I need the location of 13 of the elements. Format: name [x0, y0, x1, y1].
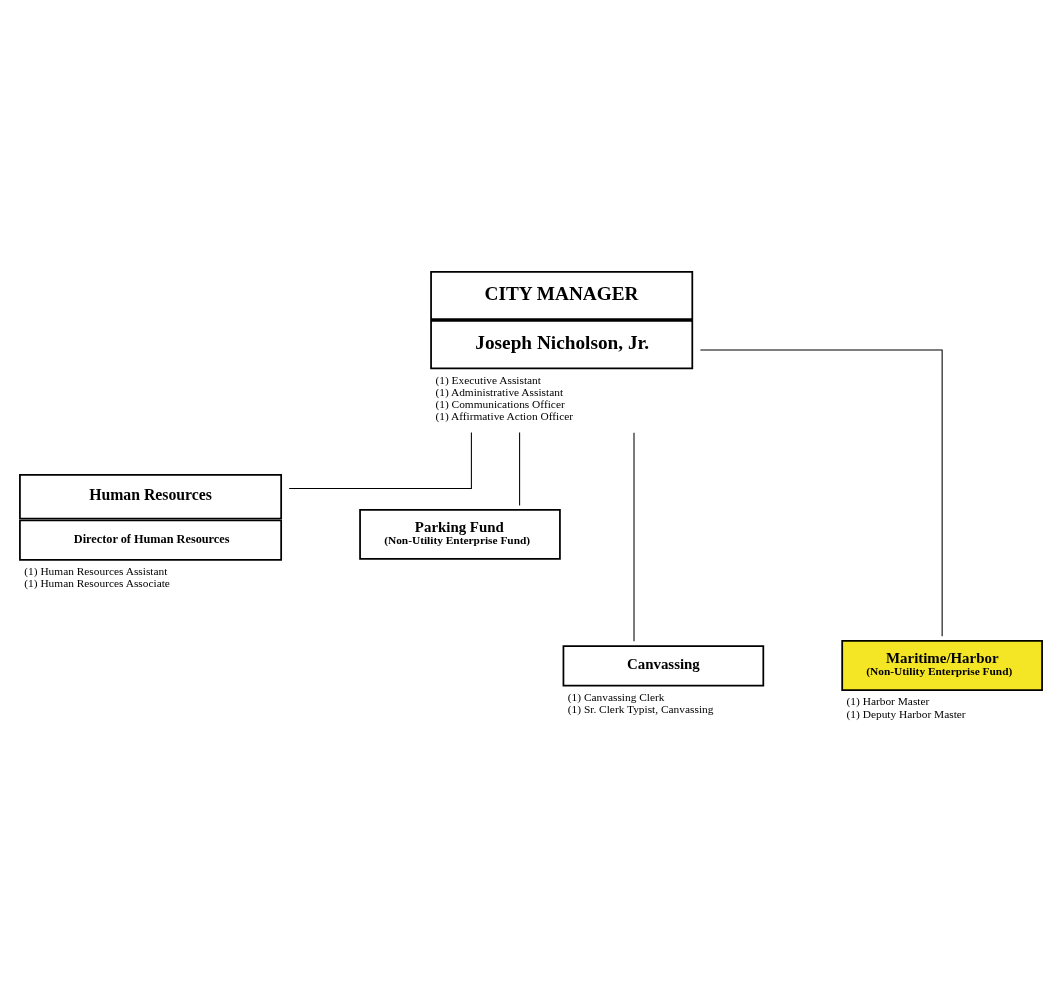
node-label: (1) Sr. Clerk Typist, Canvassing	[567, 702, 714, 715]
connector	[519, 431, 521, 506]
node-label: (1) Human Resources Associate	[24, 576, 170, 589]
node-label: (1) Harbor Master	[846, 694, 930, 707]
node-label: (1) Communications Officer	[435, 397, 565, 410]
node-label: (1) Administrative Assistant	[435, 385, 564, 398]
node-label: (1) Canvassing Clerk	[567, 690, 665, 703]
node-label: (1) Human Resources Assistant	[24, 564, 168, 577]
node-label: (1) Executive Assistant	[435, 373, 541, 386]
connector	[288, 431, 472, 489]
node-label: (1) Deputy Harbor Master	[846, 707, 966, 720]
node-label: (1) Affirmative Action Officer	[435, 409, 574, 422]
connector	[699, 348, 943, 637]
